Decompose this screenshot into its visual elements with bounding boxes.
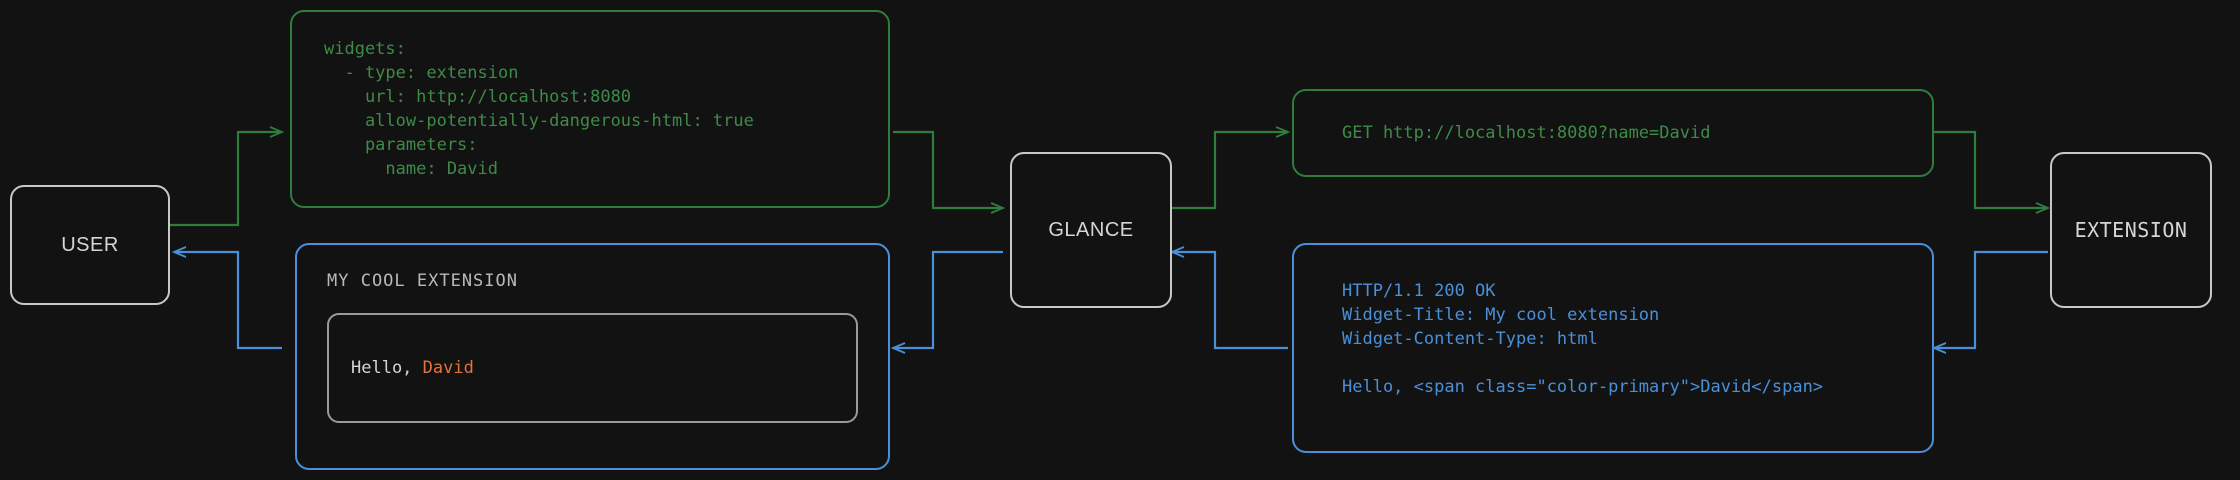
node-extension-label: EXTENSION xyxy=(2074,218,2188,242)
http-response-text: HTTP/1.1 200 OK Widget-Title: My cool ex… xyxy=(1342,281,1824,397)
wire-config-to-glance xyxy=(893,130,1006,214)
wire-glance-to-request xyxy=(1172,126,1291,210)
widget-greeting-prefix: Hello, xyxy=(351,358,423,378)
http-response-box: HTTP/1.1 200 OK Widget-Title: My cool ex… xyxy=(1292,243,1934,453)
wire-user-to-config xyxy=(170,126,285,227)
wire-widget-to-user xyxy=(171,246,282,350)
config-yaml-box: widgets: - type: extension url: http://l… xyxy=(290,10,890,208)
wire-glance-to-widget xyxy=(890,250,1003,354)
node-user-label: USER xyxy=(61,233,119,256)
wire-request-to-extension xyxy=(1934,130,2051,214)
node-extension[interactable]: EXTENSION xyxy=(2050,152,2212,308)
rendered-widget-body: Hello, David xyxy=(327,313,858,423)
wire-response-to-glance xyxy=(1169,246,1288,350)
node-user[interactable]: USER xyxy=(10,185,170,305)
wire-extension-to-response xyxy=(1931,250,2048,354)
http-request-text: GET http://localhost:8080?name=David xyxy=(1342,123,1711,143)
config-yaml-text: widgets: - type: extension url: http://l… xyxy=(324,39,754,179)
widget-greeting-name: David xyxy=(422,358,474,378)
rendered-widget-card: MY COOL EXTENSION Hello, David xyxy=(295,243,890,470)
node-glance[interactable]: GLANCE xyxy=(1010,152,1172,308)
http-request-box: GET http://localhost:8080?name=David xyxy=(1292,89,1934,177)
node-glance-label: GLANCE xyxy=(1048,218,1134,241)
rendered-widget-title: MY COOL EXTENSION xyxy=(327,271,518,291)
